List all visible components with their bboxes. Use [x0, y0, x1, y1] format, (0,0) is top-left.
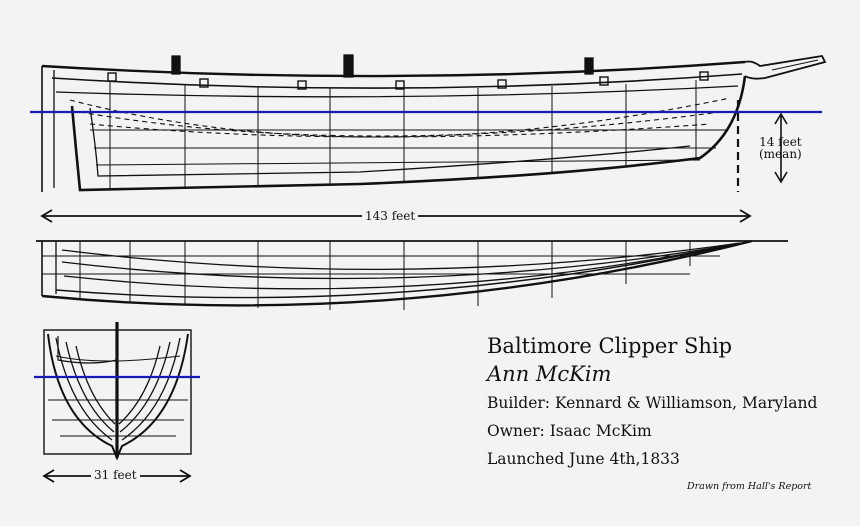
beam-label: 31 feet: [91, 469, 140, 482]
draft-label-value: 14 feet: [759, 135, 802, 149]
plan-title: Baltimore Clipper Ship: [487, 334, 733, 358]
body-plan: [43, 322, 192, 461]
draft-label: 14 feet (mean): [756, 136, 805, 160]
draft-label-note: (mean): [759, 147, 802, 161]
draft-arrow: [774, 112, 788, 184]
owner-text: Owner: Isaac McKim: [487, 422, 652, 440]
source-credit: Drawn from Hall's Report: [687, 481, 812, 492]
launch-date-text: Launched June 4th,1833: [487, 450, 680, 468]
builder-text: Builder: Kennard & Williamson, Maryland: [487, 394, 818, 412]
sheer-plan: [41, 54, 827, 192]
length-label: 143 feet: [362, 210, 419, 223]
ship-name: Ann McKim: [487, 362, 612, 386]
half-breadth-plan: [36, 239, 788, 310]
